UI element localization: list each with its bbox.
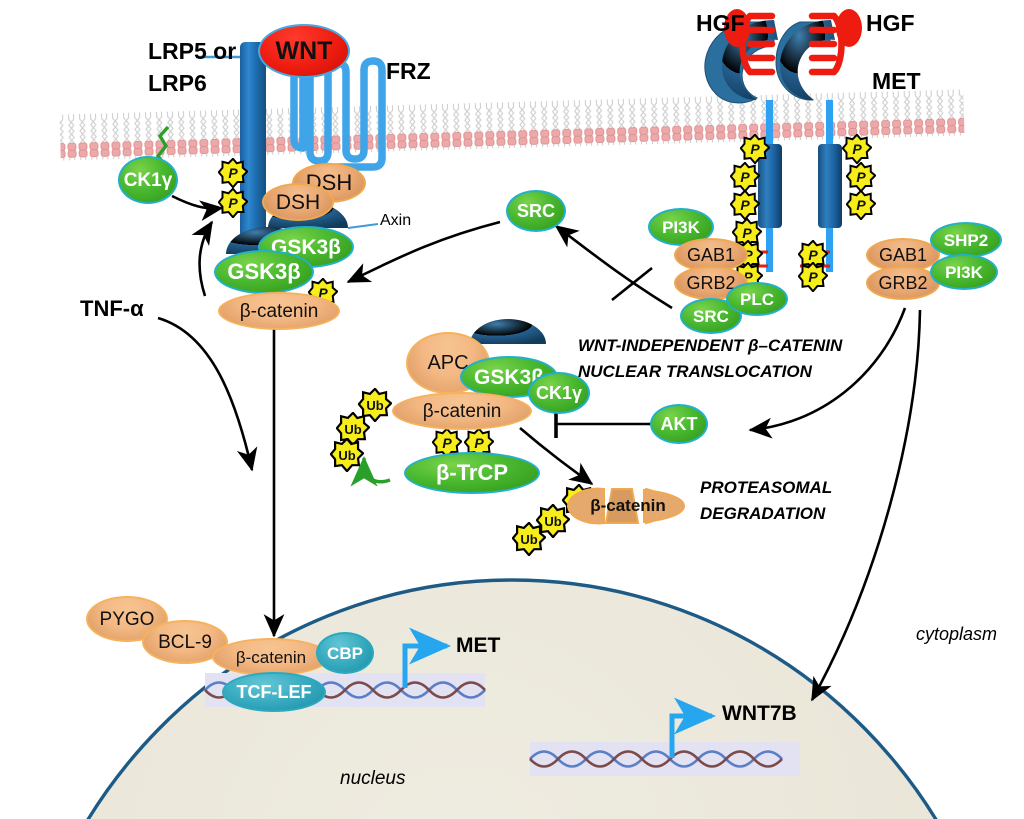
pygo-label: PYGO — [99, 608, 155, 630]
wnt-independent-line2: NUCLEAR TRANSLOCATION — [578, 362, 812, 381]
dsh-node-front[interactable]: DSH — [262, 183, 334, 221]
phosphate-icon: P — [218, 158, 248, 188]
axin-scaffold-destruction — [470, 319, 546, 349]
src-label-left: SRC — [693, 306, 729, 326]
phosphate-icon: P — [730, 162, 760, 192]
grb2-label-right: GRB2 — [878, 273, 928, 293]
ck1g-label: CK1γ — [123, 169, 173, 191]
tnf-alpha-label: TNF-α — [80, 296, 144, 321]
pi3k-label-right: PI3K — [945, 262, 983, 282]
grb2-node-right[interactable]: GRB2 — [866, 266, 940, 300]
wnt-label: WNT — [275, 36, 333, 65]
btrcp-label: β-TrCP — [435, 460, 509, 485]
lrp5-lrp6-receptor — [240, 42, 266, 270]
axin-label: Axin — [380, 212, 412, 229]
gene-met-label: MET — [456, 634, 501, 657]
phosphate-label: P — [228, 165, 238, 181]
grb2-node-left[interactable]: GRB2 — [674, 266, 748, 300]
shp2-node[interactable]: SHP2 — [930, 222, 1002, 258]
bcl9-label: BCL-9 — [158, 631, 212, 653]
phosphate-icon: P — [730, 190, 760, 220]
arrow-src-to-betacatenin — [346, 220, 501, 284]
arrow-tnfalpha — [157, 316, 258, 472]
beta-catenin-label: β-catenin — [239, 300, 319, 322]
cbp-label: CBP — [327, 643, 363, 663]
akt-label: AKT — [660, 414, 698, 434]
beta-catenin-node-destruction[interactable]: β-catenin — [392, 392, 532, 430]
beta-catenin-node-nucleus[interactable]: β-catenin — [212, 638, 330, 676]
arrow-ubiquitination — [350, 455, 391, 487]
hgf-lobe-right — [836, 9, 862, 47]
arrow-ck1g-to-phosphate — [171, 194, 224, 222]
plc-label: PLC — [740, 289, 774, 309]
arrow-met-to-src — [554, 224, 673, 310]
gsk3b-node-front[interactable]: GSK3β — [214, 250, 314, 294]
gsk3b-label-front: GSK3β — [227, 259, 301, 284]
beta-catenin-node-cytoplasm[interactable]: β-catenin — [218, 292, 340, 330]
ck1g-label-destruction: CK1γ — [535, 383, 583, 403]
degraded-beta-catenin-node — [566, 486, 690, 526]
degraded-beta-catenin-label-wrap: β-catenin — [566, 486, 690, 526]
ck1g-node-destruction[interactable]: CK1γ — [528, 372, 590, 414]
met-label: MET — [872, 68, 921, 94]
apc-label: APC — [427, 352, 469, 374]
gab1-label-left: GAB1 — [686, 245, 736, 265]
src-node-cytoplasm[interactable]: SRC — [506, 190, 566, 232]
degraded-beta-catenin-label: β-catenin — [590, 496, 666, 515]
hgf-lobe-left — [724, 9, 750, 47]
tcf-lef-node[interactable]: TCF-LEF — [222, 672, 326, 712]
gsk3b-label-destruction: GSK3β — [473, 365, 544, 389]
axin-leader-line — [347, 223, 379, 229]
arrow-gsk3b-to-phosphate — [191, 220, 214, 297]
pi3k-node-right[interactable]: PI3K — [930, 254, 998, 290]
phosphate-icon: P — [846, 190, 876, 220]
ubiquitin-icon: Ub — [330, 438, 364, 472]
proteasomal-line1: PROTEASOMAL — [700, 478, 833, 497]
leader-line-pi3k — [611, 266, 653, 302]
nucleus-label: nucleus — [340, 768, 406, 789]
tcf-lef-label: TCF-LEF — [236, 682, 312, 702]
phosphate-icon: P — [798, 262, 828, 292]
phosphate-icon: P — [842, 134, 872, 164]
cbp-node[interactable]: CBP — [316, 632, 374, 674]
gene-wnt7b-label: WNT7B — [722, 702, 797, 725]
wnt-ligand-node[interactable]: WNT — [258, 24, 350, 78]
shp2-label: SHP2 — [943, 230, 989, 250]
proteasomal-line2: DEGRADATION — [700, 504, 826, 523]
src-label: SRC — [516, 201, 555, 221]
lrp-label-line1: LRP5 or — [148, 38, 237, 64]
dsh-label-front: DSH — [275, 190, 321, 214]
arrow-to-proteasomal-degradation — [519, 427, 594, 486]
ubiquitin-label: Ub — [366, 397, 384, 413]
cytoplasm-label: cytoplasm — [916, 624, 998, 644]
hgf-ligand-right — [808, 12, 845, 76]
plasma-membrane — [59, 89, 965, 161]
ck1g-node-membrane[interactable]: CK1γ — [118, 156, 178, 204]
arrow-met-to-wnt7b-gene — [810, 309, 922, 702]
btrcp-node[interactable]: β-TrCP — [404, 452, 540, 494]
hgf-label-left: HGF — [696, 10, 745, 36]
plc-node[interactable]: PLC — [726, 282, 788, 316]
arrow-met-to-akt — [748, 307, 907, 439]
phosphate-icon: P — [740, 134, 770, 164]
phosphate-icon: P — [218, 188, 248, 218]
wnt-independent-line1: WNT-INDEPENDENT β–CATENIN — [578, 336, 843, 355]
akt-node[interactable]: AKT — [650, 404, 708, 444]
pi3k-label-left: PI3K — [662, 217, 700, 237]
phosphate-icon: P — [846, 162, 876, 192]
ubiquitin-icon: Ub — [358, 388, 392, 422]
grb2-label-left: GRB2 — [686, 273, 736, 293]
lrp-label-line2: LRP6 — [148, 70, 207, 96]
transcription-arrow-met — [402, 627, 452, 688]
ubiquitin-icon: Ub — [536, 504, 570, 538]
hgf-label-right: HGF — [866, 10, 915, 36]
ubiquitin-icon: Ub — [512, 522, 546, 556]
frz-label: FRZ — [386, 58, 431, 84]
beta-catenin-label-nucleus: β-catenin — [235, 647, 307, 667]
beta-catenin-label-destruction: β-catenin — [422, 400, 502, 422]
dna-wnt7b-gene — [529, 742, 800, 776]
transcription-arrow-wnt7b — [669, 697, 717, 758]
gab1-label-right: GAB1 — [878, 245, 928, 265]
